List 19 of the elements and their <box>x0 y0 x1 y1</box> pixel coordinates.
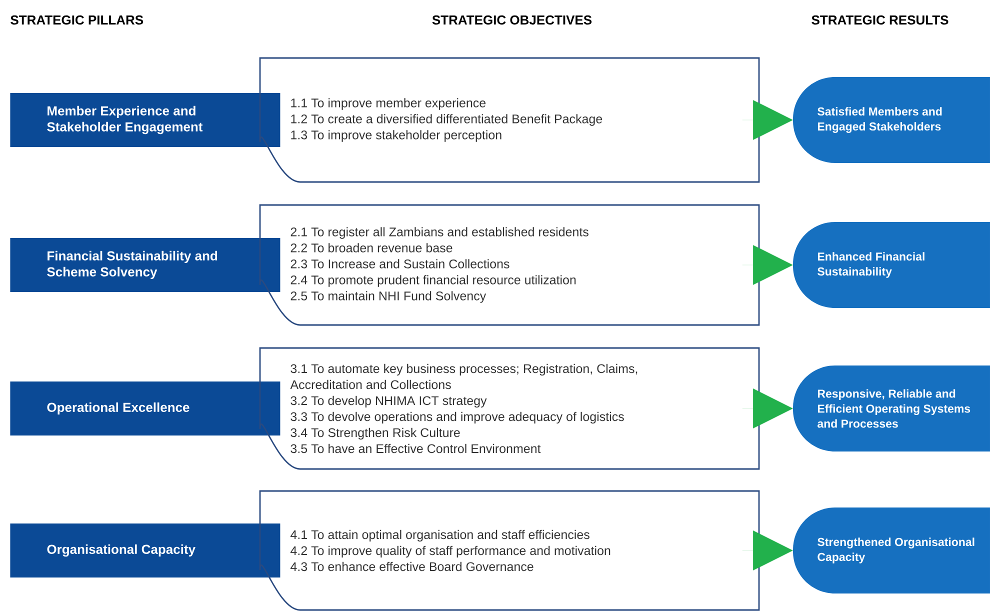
result-pill: Strengthened Organisational Capacity <box>793 508 990 594</box>
objectives-box: 3.1 To automate key business processes; Registration, Claims, Accreditation and Collections 3.2 To develop NHIMA ICT strategy 3.3 To devolve operations and improve adequacy of logistics 3.4 To Strengthen Risk Culture 3.5 To have an Effective Control Environment <box>259 347 760 470</box>
arrow <box>742 388 793 428</box>
arrow <box>742 245 793 285</box>
column-heading: STRATEGIC RESULTS <box>812 15 948 25</box>
column-heading: STRATEGIC OBJECTIVES <box>432 15 592 25</box>
result-pill: Satisfied Members and Engaged Stakeholders <box>793 77 990 163</box>
objectives-box: 4.1 To attain optimal organisation and staff efficiencies 4.2 To improve quality of staff performance and motivation 4.3 To enhance effective Board Governance <box>259 490 760 611</box>
pillar-box: Organisational Capacity <box>10 524 280 578</box>
arrow <box>742 100 793 140</box>
result-pill: Responsive, Reliable and Efficient Operating Systems and Processes <box>793 366 990 452</box>
pillar-box: Operational Excellence <box>10 382 280 436</box>
result-pill: Enhanced Financial Sustainability <box>793 222 990 308</box>
column-heading: STRATEGIC PILLARS <box>10 15 144 25</box>
objectives-box: 2.1 To register all Zambians and established residents 2.2 To broaden revenue base 2.3 To Increase and Sustain Collections 2.4 To promote prudent financial resource utilization 2.5 To maintain NHI Fund Solvency <box>259 204 760 326</box>
objectives-box: 1.1 To improve member experience 1.2 To create a diversified differentiated Benefit Package 1.3 To improve stakeholder perception <box>259 57 760 183</box>
pillar-box: Financial Sustainability and Scheme Solvency <box>10 238 280 292</box>
pillar-box: Member Experience and Stakeholder Engagement <box>10 93 280 147</box>
arrow <box>742 530 793 570</box>
